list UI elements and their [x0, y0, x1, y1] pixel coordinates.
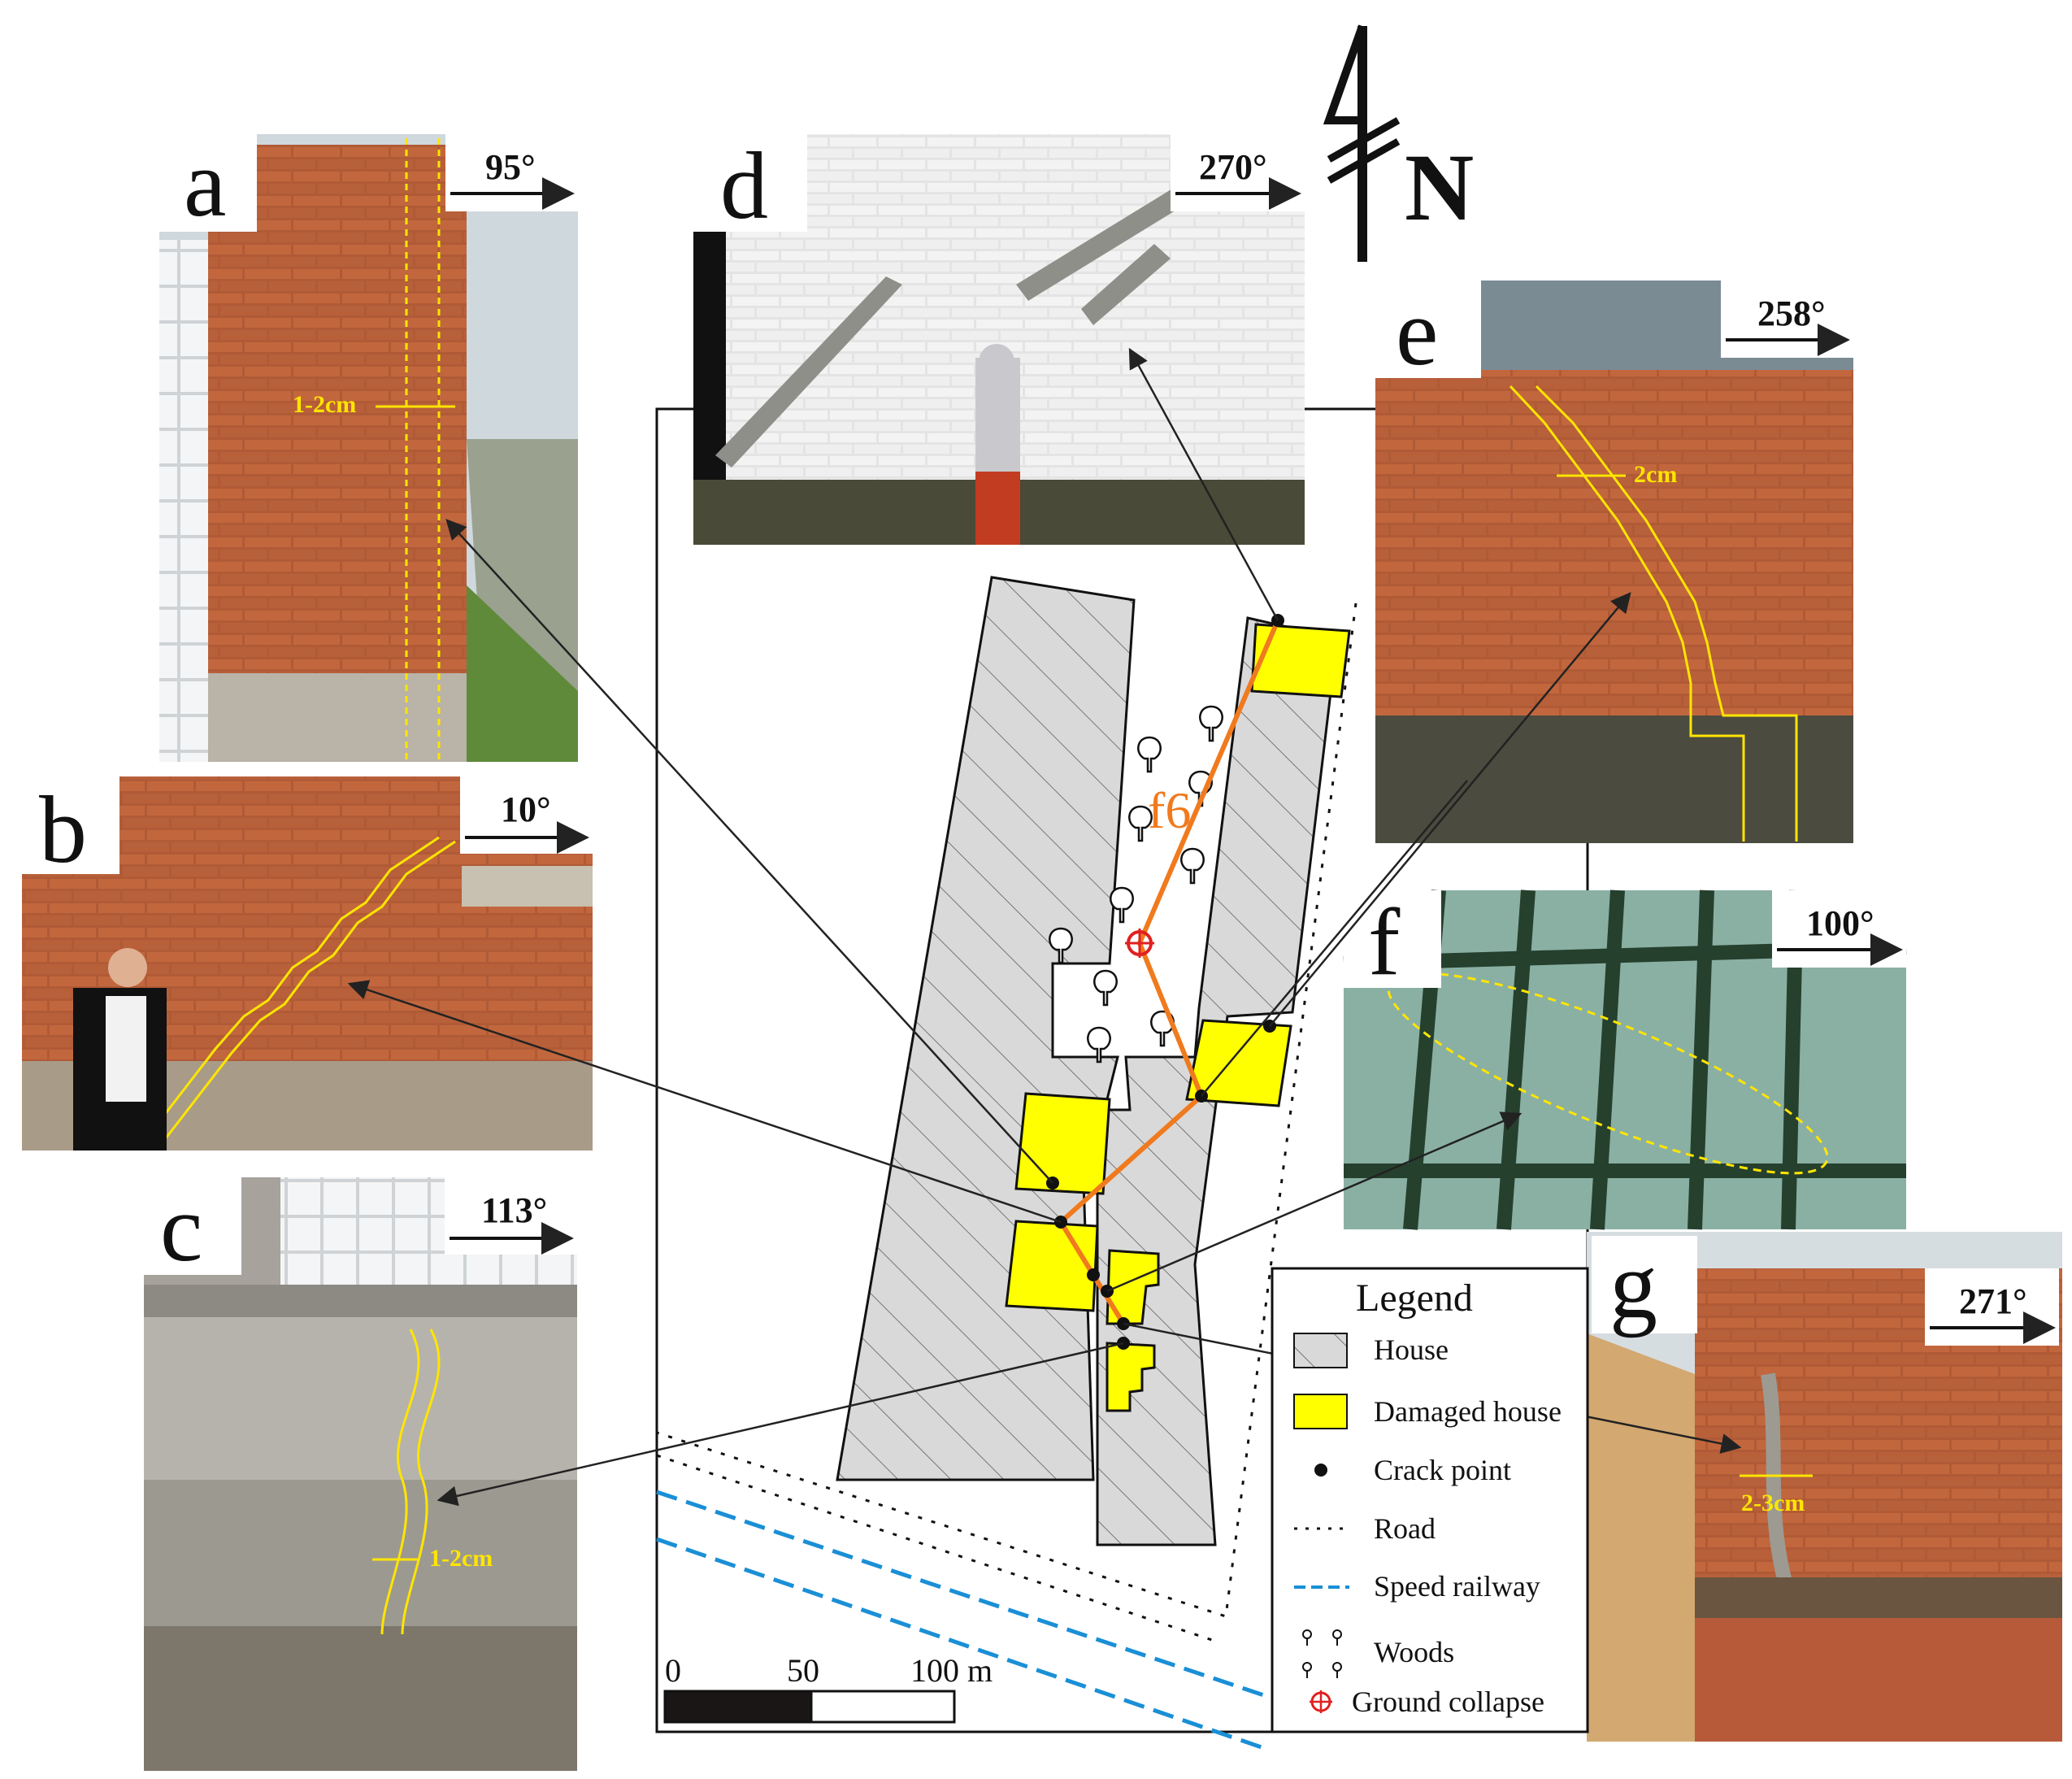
- photo-panel-c: 1-2cm c 113°: [144, 1175, 577, 1771]
- svg-text:270°: 270°: [1199, 147, 1267, 187]
- legend-collapse-label: Ground collapse: [1352, 1685, 1544, 1718]
- legend-title: Legend: [1356, 1277, 1473, 1320]
- svg-text:258°: 258°: [1757, 294, 1826, 333]
- svg-text:b: b: [39, 776, 87, 883]
- svg-text:d: d: [720, 133, 768, 239]
- svg-text:100°: 100°: [1806, 903, 1874, 943]
- svg-text:113°: 113°: [481, 1190, 547, 1230]
- road-inner: [656, 1454, 1220, 1644]
- photo-panel-d: d 270°: [693, 133, 1305, 545]
- scale-bar: 0 50 100 m: [663, 1652, 993, 1724]
- damaged-house-6: [1106, 1342, 1156, 1412]
- svg-text:1-2cm: 1-2cm: [293, 391, 356, 418]
- fault-f6: [1058, 619, 1280, 1325]
- legend: Legend House Damaged house Crack point R…: [1271, 1267, 1589, 1733]
- north-arrow: N: [1323, 24, 1474, 262]
- svg-text:50: 50: [787, 1652, 819, 1689]
- svg-text:2-3cm: 2-3cm: [1741, 1490, 1805, 1516]
- legend-crack-label: Crack point: [1374, 1454, 1511, 1486]
- svg-text:g: g: [1609, 1232, 1657, 1338]
- photo-panel-a: 1-2cm a 95°: [159, 130, 578, 762]
- legend-house-label: House: [1374, 1333, 1449, 1366]
- svg-text:c: c: [160, 1175, 202, 1281]
- svg-text:f: f: [1368, 889, 1401, 995]
- damaged-house-4: [1005, 1220, 1099, 1312]
- damaged-house-1: [1250, 623, 1351, 698]
- fault-label: f6: [1148, 781, 1191, 839]
- svg-text:a: a: [184, 130, 226, 237]
- svg-text:271°: 271°: [1959, 1281, 2027, 1321]
- svg-text:100 m: 100 m: [910, 1652, 993, 1689]
- photo-panel-b: b 10°: [22, 776, 593, 1150]
- connector-arrows: [347, 347, 1742, 1507]
- svg-text:2cm: 2cm: [1634, 461, 1677, 488]
- damaged-house-3: [1014, 1092, 1111, 1195]
- svg-text:95°: 95°: [485, 147, 536, 187]
- railway-line-2: [656, 1537, 1265, 1751]
- photo-panel-e: 2cm e 258°: [1375, 279, 1853, 843]
- svg-text:1-2cm: 1-2cm: [429, 1545, 493, 1572]
- ground-collapse-icon: [1125, 929, 1154, 958]
- legend-railway-label: Speed railway: [1374, 1570, 1540, 1603]
- legend-damaged-label: Damaged house: [1374, 1395, 1562, 1428]
- woods-icon: [1302, 1629, 1342, 1678]
- north-label: N: [1405, 134, 1474, 241]
- photo-panel-g: 2-3cm g 271°: [1587, 1232, 2062, 1742]
- damaged-house-5: [1106, 1249, 1160, 1325]
- railway-line-1: [656, 1490, 1265, 1698]
- photo-panel-f: f 100°: [1343, 889, 1907, 1230]
- ground-collapse-legend-icon: [1310, 1690, 1332, 1713]
- svg-text:0: 0: [665, 1652, 681, 1689]
- legend-woods-label: Woods: [1374, 1636, 1454, 1668]
- svg-text:e: e: [1396, 279, 1438, 385]
- svg-text:10°: 10°: [501, 789, 551, 829]
- legend-road-label: Road: [1374, 1512, 1436, 1545]
- crack-point-icon: [1314, 1464, 1327, 1477]
